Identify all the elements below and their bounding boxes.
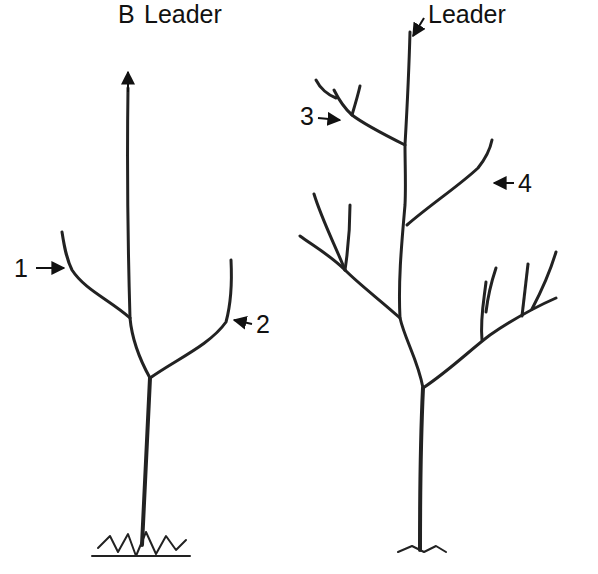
leader-label: Leader	[428, 2, 506, 27]
leader-arrows	[36, 18, 514, 324]
leader-label: Leader	[144, 2, 222, 27]
callout-number: 2	[256, 312, 270, 337]
young-tree	[62, 88, 231, 556]
callout-number: 3	[300, 104, 314, 129]
callout-number: 1	[14, 256, 28, 281]
older-tree	[300, 32, 556, 552]
callout-number: 4	[518, 171, 532, 196]
figure-letter: B	[118, 2, 135, 27]
